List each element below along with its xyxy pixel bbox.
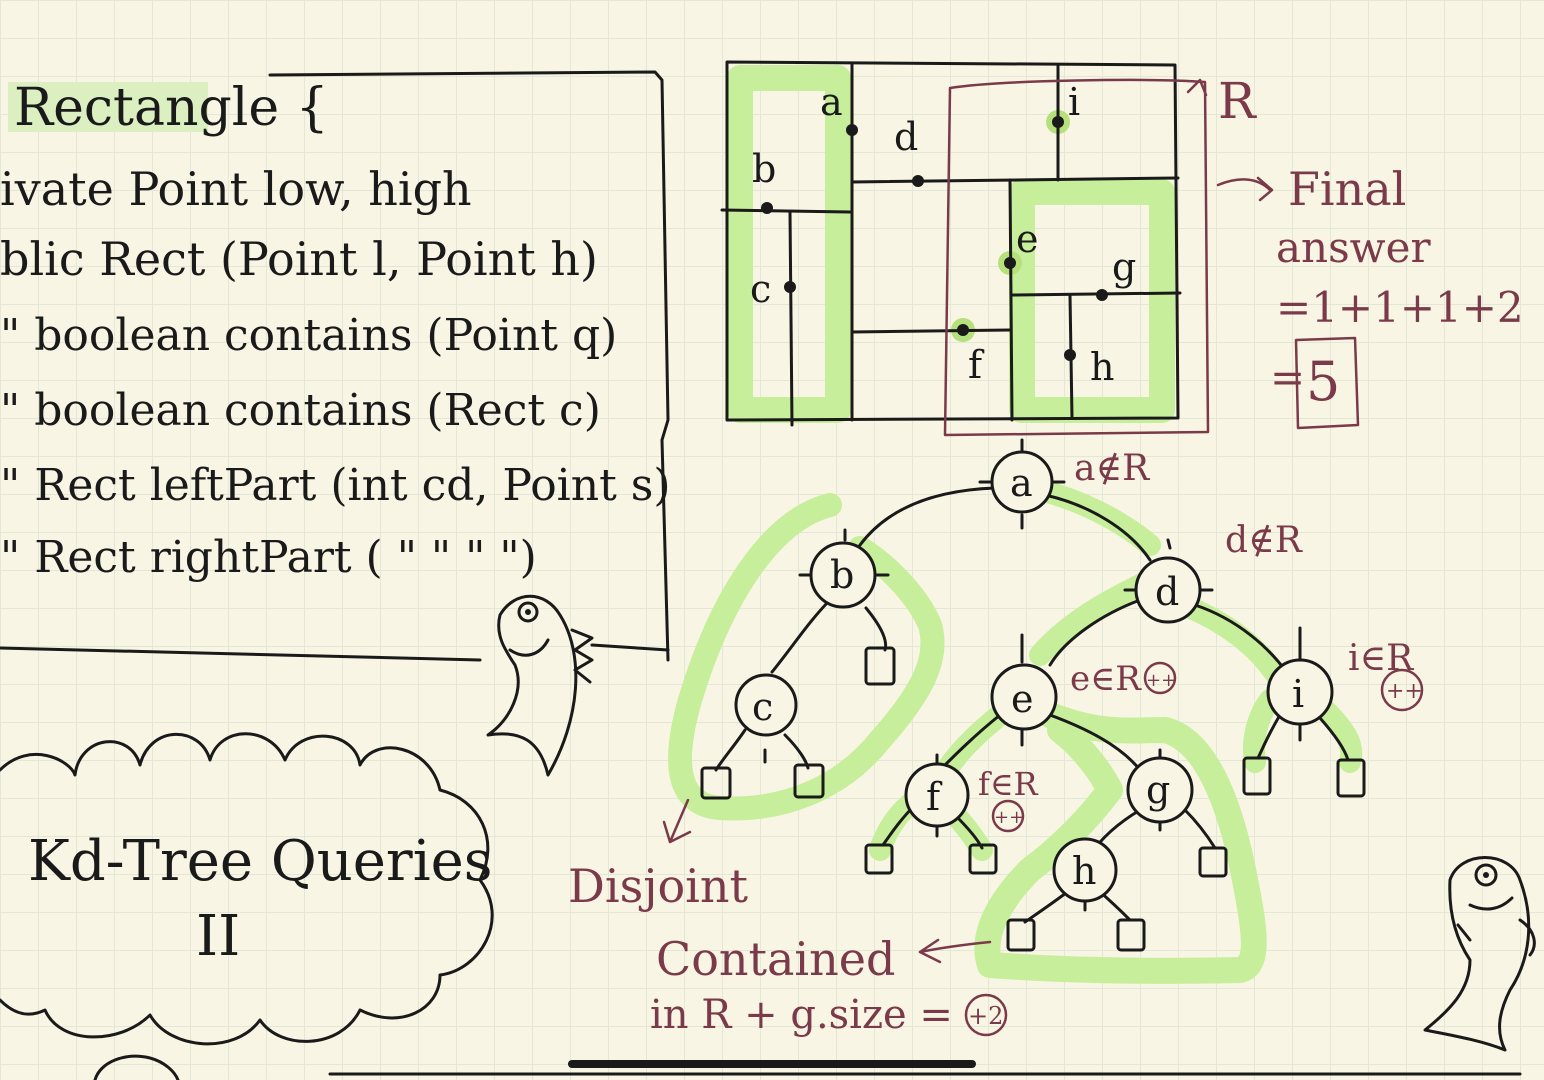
- label-contained: Contained: [656, 932, 895, 986]
- scroll-indicator[interactable]: [568, 1060, 976, 1068]
- bottom-annotations: Disjoint Contained in R + g.size = +2: [568, 798, 1008, 1038]
- null-leaf: [1242, 756, 1272, 796]
- tree-label-a: a: [1010, 461, 1033, 505]
- point-label-c: c: [750, 267, 771, 311]
- null-leaf: [864, 646, 896, 686]
- point-label-h: h: [1090, 345, 1114, 389]
- left-region-highlight: [727, 65, 851, 423]
- answer-sum: =1+1+1+2: [1276, 283, 1524, 332]
- tree-label-d: d: [1155, 570, 1179, 614]
- null-leaf: [1116, 918, 1146, 952]
- null-leaf: [793, 763, 825, 799]
- label-contained-detail: in R + g.size =: [650, 992, 953, 1038]
- answer-label-2: answer: [1276, 223, 1431, 272]
- query-rect-label: R: [1218, 72, 1257, 130]
- split-c: [788, 210, 794, 427]
- answer-value: 5: [1306, 350, 1340, 413]
- contained-highlight: [974, 702, 1267, 984]
- point-label-a: a: [820, 80, 843, 124]
- note-i: i∈R: [1348, 638, 1414, 679]
- point-label-e: e: [1016, 217, 1039, 261]
- split-b: [720, 208, 852, 214]
- point-label-b: b: [752, 147, 776, 191]
- tree-node-e: [990, 663, 1058, 731]
- split-d: [850, 176, 1180, 184]
- code-line-3: " boolean contains (Point q): [0, 310, 617, 361]
- null-leaf: [700, 766, 732, 800]
- right-region-highlight: [1009, 179, 1175, 423]
- tree-label-h: h: [1072, 849, 1096, 893]
- note-a: a∉R: [1074, 448, 1150, 489]
- class-title: Rectangle {: [14, 78, 329, 138]
- null-leaf: [1006, 918, 1036, 952]
- tree-node-h: [1052, 837, 1118, 903]
- code-line-4: " boolean contains (Rect c): [0, 385, 601, 436]
- code-line-2: blic Rect (Point l, Point h): [0, 232, 598, 286]
- title-highlight: [8, 82, 208, 132]
- fish-doodle-left: [486, 594, 670, 777]
- fish-doodle-bottom: [93, 1054, 180, 1080]
- query-rectangle: [943, 78, 1210, 437]
- null-leaf: [864, 843, 894, 875]
- point-label-i: i: [1068, 80, 1080, 124]
- label-plus2: +2: [968, 1002, 1003, 1030]
- code-line-6: " Rect rightPart ( " " " "): [0, 532, 537, 583]
- tree-label-b: b: [830, 553, 854, 597]
- note-f: f∈R: [978, 765, 1039, 803]
- point-label-g: g: [1112, 245, 1136, 289]
- label-disjoint: Disjoint: [568, 859, 748, 913]
- cloud-title: Kd-Tree Queries: [28, 829, 493, 894]
- partition-diagram: R a b c d e f g h i: [720, 60, 1257, 437]
- tree-label-c: c: [752, 685, 773, 729]
- tree-label-i: i: [1292, 672, 1304, 716]
- split-e: [1008, 178, 1014, 422]
- null-leaf: [968, 843, 998, 875]
- tree-label-f: f: [926, 775, 943, 819]
- kd-tree: a b c d e f g h i a∉R d∉R e∈R ++ i∈R ++ …: [668, 438, 1424, 984]
- path-highlight-ad: [1029, 479, 1161, 556]
- note-i-plus: ++: [1386, 679, 1423, 704]
- split-g: [1010, 291, 1182, 297]
- answer-box: [1294, 336, 1360, 430]
- answer-label-1: Final: [1288, 162, 1406, 216]
- title-cloud: Kd-Tree Queries II: [0, 732, 494, 1046]
- disjoint-highlight: [668, 493, 945, 821]
- point-label-f: f: [968, 343, 985, 387]
- null-leaf: [1336, 758, 1366, 798]
- code-underline: [0, 646, 482, 662]
- cloud-subtitle: II: [196, 904, 240, 969]
- tree-label-e: e: [1011, 677, 1034, 721]
- tree-label-g: g: [1146, 768, 1170, 812]
- note-d: d∉R: [1225, 520, 1303, 561]
- tree-node-i: [1266, 658, 1334, 726]
- null-leaf: [1198, 846, 1228, 878]
- note-e-plus: ++: [1146, 670, 1176, 691]
- fish-doodle-right: [1423, 856, 1536, 1052]
- code-line-1: ivate Point low, high: [0, 162, 472, 216]
- tree-node-c: [734, 673, 798, 737]
- point-label-d: d: [894, 115, 918, 159]
- note-e: e∈R: [1070, 659, 1142, 699]
- split-f: [850, 328, 1012, 334]
- outer-boundary: [725, 60, 1180, 422]
- note-f-plus: ++: [994, 807, 1024, 828]
- answer-equals: =: [1270, 353, 1305, 402]
- final-answer: Final answer =1+1+1+2 = 5: [1216, 162, 1524, 430]
- code-line-5: " Rect leftPart (int cd, Point s): [0, 460, 671, 511]
- code-block: Rectangle { ivate Point low, high blic R…: [0, 70, 671, 662]
- code-bracket: [268, 70, 670, 662]
